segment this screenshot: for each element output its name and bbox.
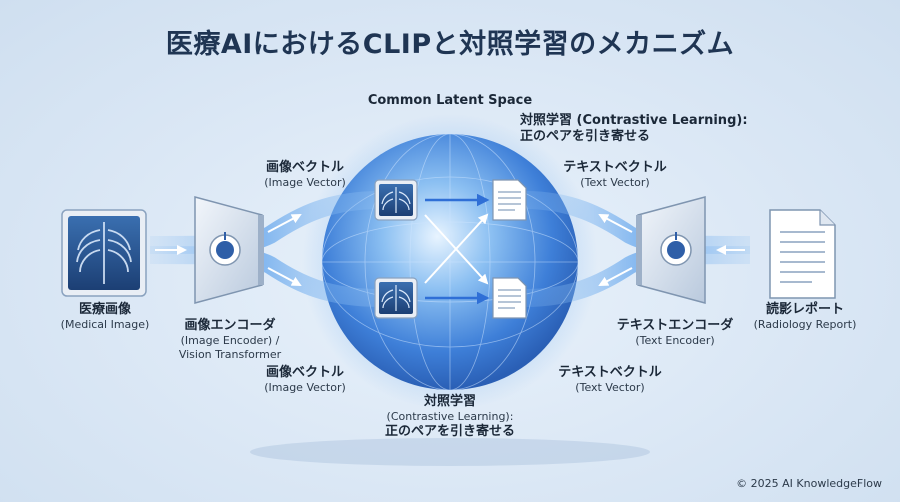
text-encoder-block (636, 196, 706, 304)
image-vector-card-bottom (374, 277, 418, 319)
latent-space-title: Common Latent Space (367, 93, 533, 108)
contrastive-label-top: 対照学習 (Contrastive Learning): 正のペアを引き寄せる (520, 113, 748, 145)
encoder-dial-icon (660, 232, 692, 266)
text-vector-label-top: テキストベクトル (Text Vector) (563, 160, 667, 190)
image-vector-label-top: 画像ベクトル (Image Vector) (264, 160, 346, 190)
contrastive-arrows (424, 193, 490, 305)
page-title: 医療AIにおけるCLIPと対照学習のメカニズム (165, 29, 735, 60)
image-vector-card-top (374, 179, 418, 221)
floor-shadow (250, 438, 650, 466)
radiology-report-label: 読影レポート (Radiology Report) (753, 302, 857, 332)
copyright-text: © 2025 AI KnowledgeFlow (736, 477, 882, 490)
document-icon (769, 209, 836, 299)
text-encoder-label: テキストエンコーダ (Text Encoder) (616, 318, 734, 348)
sphere-gridlines (321, 133, 579, 391)
image-encoder-block (194, 196, 264, 304)
text-vector-label-bottom: テキストベクトル (Text Vector) (558, 365, 662, 395)
image-encoder-label: 画像エンコーダ (Image Encoder) / Vision Transfo… (178, 318, 282, 361)
chest-xray-icon (61, 209, 147, 297)
contrastive-label-bottom: 対照学習 (Contrastive Learning): 正のペアを引き寄せる (384, 394, 515, 439)
text-vector-card-bottom (492, 277, 527, 319)
medical-image-label: 医療画像 (Medical Image) (60, 302, 150, 332)
text-vector-card-top (492, 179, 527, 221)
image-vector-label-bottom: 画像ベクトル (Image Vector) (264, 365, 346, 395)
encoder-dial-icon (209, 232, 241, 266)
